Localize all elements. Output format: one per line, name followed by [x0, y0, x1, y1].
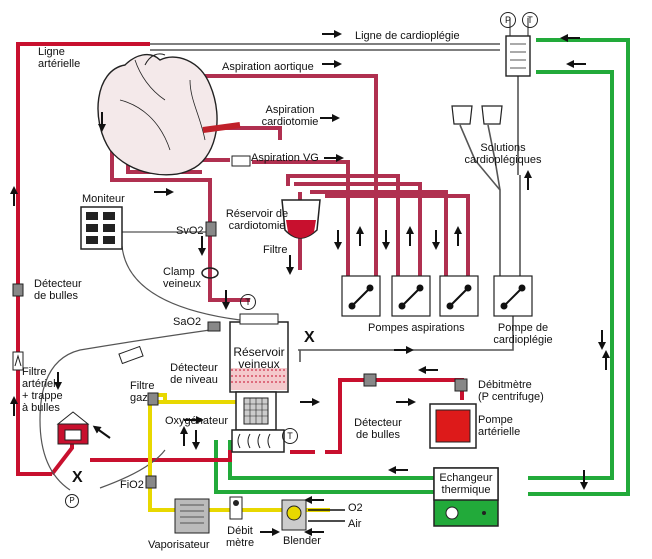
label-echangeur-thermique: Echangeur thermique: [439, 472, 493, 496]
green-circuit: [214, 38, 630, 496]
sao2-sensor: [207, 321, 221, 332]
heart-icon: [97, 53, 218, 176]
label-svo2: SvO2: [176, 225, 204, 237]
suction-pumps: [341, 275, 533, 317]
label-detecteur-bulles-left: Détecteur de bulles: [34, 278, 82, 302]
temperature-probe-icon: T: [240, 294, 256, 310]
label-detecteur-bulles-right: Détecteur de bulles: [354, 417, 402, 441]
label-clamp-veineux: Clamp veineux: [163, 266, 201, 290]
cardioplegia-heat-exchanger: [505, 18, 531, 77]
label-filtre: Filtre: [263, 244, 288, 256]
gas-input-lines: [308, 509, 345, 522]
label-filtre-arteriel: Filtre artériel + trappe à bulles: [22, 366, 63, 414]
label-ligne-cardioplegie: Ligne de cardioplégie: [355, 30, 460, 42]
gas-flowmeter-ball: [233, 500, 239, 506]
label-blender: Blender: [283, 535, 321, 547]
clamp-x-icon: X: [304, 329, 315, 346]
lv-check-valve: [231, 155, 251, 167]
bubble-detector-right: [363, 373, 377, 387]
sensor-wires: [39, 231, 241, 491]
arterial-filter: [56, 411, 90, 445]
label-debitmetre-p: Débitmètre (P centrifuge): [478, 379, 544, 403]
label-aspiration-vg: Aspiration VG: [251, 152, 319, 164]
label-aspiration-cardiotomie: Aspiration cardiotomie: [261, 104, 319, 128]
vaporizer: [174, 498, 210, 534]
label-reservoir-veineux: Réservoir veineux: [233, 345, 285, 371]
label-moniteur: Moniteur: [82, 193, 125, 205]
label-vaporisateur: Vaporisateur: [148, 539, 210, 551]
label-air: Air: [348, 518, 362, 530]
venous-clamp-icon: [201, 267, 219, 279]
cardiotomy-cannula: [202, 122, 241, 133]
pressure-gauge-icon: P: [500, 12, 516, 28]
cardioplegia-bags: [451, 105, 503, 125]
gas-flowmeter: [229, 496, 243, 520]
label-ligne-arterielle: Ligne artérielle: [38, 46, 81, 70]
label-sao2: SaO2: [173, 316, 202, 328]
label-oxygenateur: Oxygénateur: [165, 415, 228, 427]
flowmeter-sensor: [454, 378, 468, 392]
fio2-sensor: [145, 475, 157, 489]
label-pompe-arterielle: Pompe artérielle: [478, 414, 521, 438]
bubble-detector-left: [12, 283, 24, 297]
label-aspiration-aortique: Aspiration aortique: [222, 61, 314, 73]
label-fio2: FiO2: [120, 479, 144, 491]
temperature-probe-icon: T: [282, 428, 298, 444]
arterial-pump: [429, 403, 477, 449]
label-detecteur-niveau: Détecteur de niveau: [170, 362, 218, 386]
monitor-device: [80, 206, 123, 250]
temperature-probe-icon: T: [522, 12, 538, 28]
cardiotomy-reservoir: [281, 199, 321, 239]
cardioplegia-line: [150, 43, 521, 362]
blender: [281, 499, 307, 531]
venous-reservoir: [229, 313, 289, 393]
label-filtre-gaz: Filtre gaz: [130, 380, 155, 404]
label-o2: O2: [348, 502, 363, 514]
line-check-valve: [118, 345, 144, 365]
gas-filter: [147, 392, 159, 406]
oxygenator: [231, 391, 285, 453]
check-valve-mark: [14, 354, 22, 367]
arterial-check-valve: [12, 351, 24, 371]
label-reservoir-cardiotomie: Réservoir de cardiotomie: [225, 208, 289, 232]
pressure-gauge-icon: P: [65, 494, 79, 508]
svo2-sensor: [205, 221, 217, 237]
label-debit-metre: Débit mètre: [225, 525, 255, 549]
flow-arrows: [10, 30, 610, 536]
pump-rollers: [348, 284, 526, 310]
heat-exchanger: [433, 467, 499, 527]
label-pompes-aspirations: Pompes aspirations: [368, 322, 465, 334]
clamp-x-icon: X: [72, 469, 83, 486]
label-pompe-cardioplegie: Pompe de cardioplégie: [493, 322, 553, 346]
label-solutions-cardioplegiques: Solutions cardioplégiques: [464, 142, 542, 166]
